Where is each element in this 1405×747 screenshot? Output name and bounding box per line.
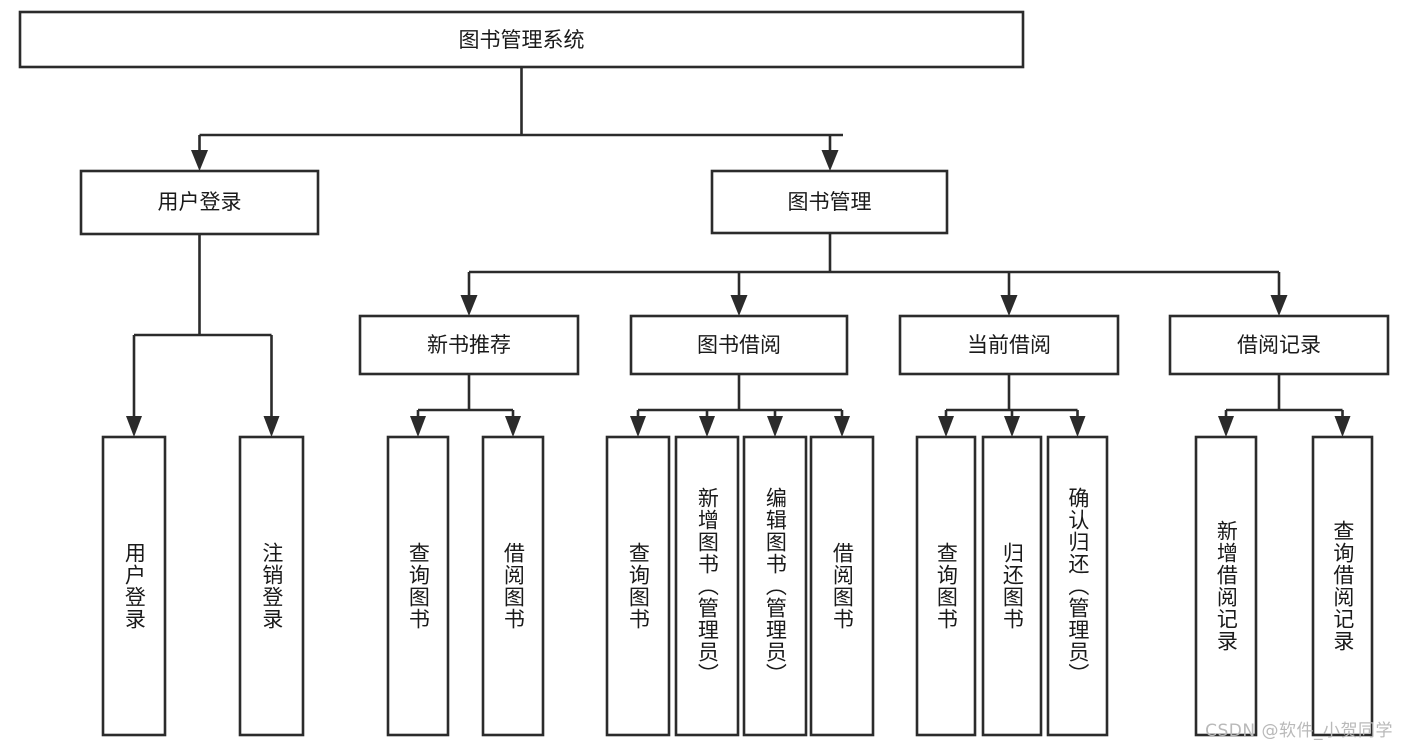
node-borrow-record-label: 借阅记录 (1237, 333, 1321, 357)
node-leaf-user-login[interactable] (101, 435, 167, 737)
node-book-management[interactable] (710, 169, 949, 235)
node-user-login[interactable] (79, 169, 320, 236)
arrow-head-current-return (1004, 416, 1020, 437)
arrow-head-borrow-query (630, 416, 646, 437)
arrow-head-new-book (460, 295, 478, 316)
node-leaf-current-query[interactable] (915, 435, 977, 737)
arrow-head-user-login (191, 150, 208, 171)
arrow-head-new-book-borrow (505, 416, 521, 437)
node-leaf-record-add[interactable] (1194, 435, 1258, 737)
node-book-borrow[interactable] (629, 314, 849, 376)
node-leaf-record-query[interactable] (1311, 435, 1374, 737)
edge-group-new-book (410, 374, 521, 437)
arrow-head-borrow-lend (834, 416, 850, 437)
arrow-head-current-query (938, 416, 954, 437)
node-user-login-label: 用户登录 (158, 190, 242, 214)
edge-group-record (1218, 374, 1351, 437)
node-leaf-user-logout[interactable] (238, 435, 305, 737)
arrow-head-borrow (730, 295, 748, 316)
node-root-system[interactable] (18, 10, 1025, 69)
node-leaf-borrow-add[interactable] (674, 435, 740, 737)
arrow-head-record-add (1218, 416, 1234, 437)
arrow-head-new-book-query (410, 416, 426, 437)
edge-group-user-login (126, 234, 280, 437)
node-current-borrow[interactable] (898, 314, 1120, 376)
arrow-head-record-query (1334, 416, 1351, 437)
node-leaf-new-book-query[interactable] (386, 435, 450, 737)
arrow-head-borrow-add (699, 416, 715, 437)
arrow-head-book-mgmt (821, 150, 839, 171)
node-new-book-recommend[interactable] (358, 314, 580, 376)
edge-group-current (938, 374, 1086, 437)
node-leaf-borrow-query[interactable] (605, 435, 671, 737)
csdn-watermark: CSDN @软件_小贺同学 (1205, 721, 1393, 741)
edge-group-borrow (630, 374, 850, 437)
node-borrow-record[interactable] (1168, 314, 1390, 376)
node-leaf-borrow-lend[interactable] (809, 435, 875, 737)
arrow-head-record (1270, 295, 1288, 316)
node-book-management-label: 图书管理 (788, 190, 872, 214)
edge-group-book-mgmt (460, 233, 1288, 316)
node-leaf-current-confirm[interactable] (1046, 435, 1109, 737)
node-leaf-current-return[interactable] (981, 435, 1043, 737)
node-new-book-recommend-label: 新书推荐 (427, 333, 511, 357)
arrow-head-current-confirm (1069, 416, 1086, 437)
arrow-head-borrow-edit (767, 416, 783, 437)
arrow-head-logout (263, 416, 280, 437)
arrow-head-current (1000, 295, 1018, 316)
arrow-head-login (126, 416, 142, 437)
node-leaf-borrow-edit[interactable] (742, 435, 808, 737)
node-root-system-label: 图书管理系统 (459, 28, 585, 52)
node-book-borrow-label: 图书借阅 (697, 333, 781, 357)
edge-group-root (191, 67, 843, 171)
node-current-borrow-label: 当前借阅 (967, 333, 1051, 357)
node-leaf-new-book-borrow[interactable] (481, 435, 545, 737)
